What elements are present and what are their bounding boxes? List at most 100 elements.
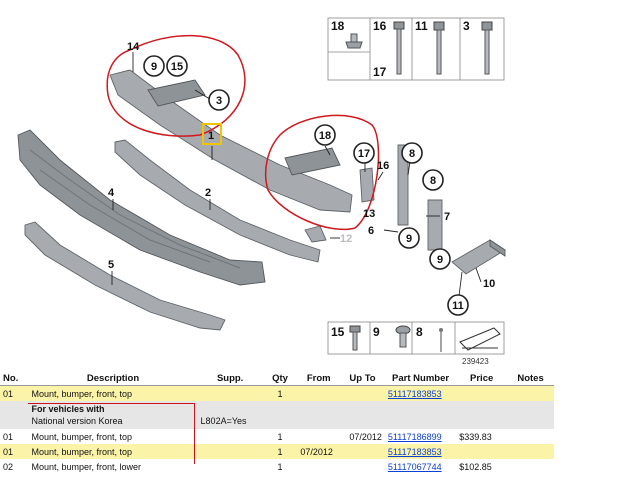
bumper-strip-part-5[interactable] [24, 221, 226, 331]
col-header-no[interactable]: No. [0, 371, 29, 386]
cell-supp [198, 429, 263, 444]
col-header-price[interactable]: Price [456, 371, 508, 386]
callout-15[interactable]: 15 [166, 55, 188, 77]
label-1[interactable]: 1 [208, 130, 214, 142]
thumb-label-3: 3 [463, 19, 470, 33]
parts-diagram: 9 15 3 18 17 8 8 9 9 11 14 1 2 4 5 16 7 … [17, 17, 506, 366]
cell-part-number [384, 401, 457, 429]
cell-description: Mount, bumper, front, top [28, 385, 198, 401]
cell-notes [507, 429, 554, 444]
table-row[interactable]: 02 Mount, bumper, front, lower 1 5111706… [0, 459, 554, 474]
col-header-qty[interactable]: Qty [262, 371, 298, 386]
thumb-label-17: 17 [373, 65, 387, 79]
callout-9-low[interactable]: 9 [429, 248, 451, 270]
label-13[interactable]: 13 [363, 208, 375, 220]
cell-supp [197, 385, 263, 401]
col-header-upto[interactable]: Up To [340, 371, 385, 386]
svg-text:8: 8 [430, 175, 436, 187]
table-row[interactable]: 01 Mount, bumper, front, top 1 511171838… [0, 385, 554, 401]
cell-from [297, 459, 340, 474]
callout-9-mid[interactable]: 9 [398, 227, 420, 249]
table-row[interactable]: 01 Mount, bumper, front, top 1 07/2012 5… [0, 444, 554, 459]
cell-part-number: 51117067744 [385, 459, 456, 474]
label-7[interactable]: 7 [444, 211, 450, 223]
screw-icon [349, 325, 361, 351]
cell-price: $339.83 [459, 431, 492, 442]
cell-part-number: 51117183853 [384, 385, 457, 401]
cell-notes [507, 444, 554, 459]
cell-no: 01 [3, 431, 14, 442]
col-header-notes[interactable]: Notes [507, 371, 554, 386]
part-number-link[interactable]: 51117183853 [387, 446, 442, 457]
svg-text:18: 18 [319, 130, 331, 142]
label-14[interactable]: 14 [127, 41, 140, 53]
bracket-part-10[interactable] [451, 239, 506, 275]
callout-3[interactable]: 3 [208, 89, 230, 111]
label-6[interactable]: 6 [368, 225, 374, 237]
callout-17[interactable]: 17 [353, 142, 375, 164]
bracket-part-12[interactable] [304, 225, 327, 243]
bumper-absorber-part-4[interactable] [17, 129, 266, 286]
cell-price [456, 444, 508, 459]
label-12[interactable]: 12 [340, 233, 352, 245]
label-2[interactable]: 2 [205, 187, 211, 199]
highlight-box-1 [202, 123, 222, 145]
label-4[interactable]: 4 [108, 187, 115, 199]
bracket-part-13[interactable] [359, 167, 375, 203]
thumb-label-18: 18 [331, 19, 345, 33]
cell-qty: 1 [277, 461, 283, 472]
bumper-lower-mount-part-2[interactable] [114, 139, 321, 263]
label-5[interactable]: 5 [108, 259, 114, 271]
cell-from [297, 385, 341, 401]
callout-18[interactable]: 18 [314, 124, 336, 146]
table-row[interactable]: 01 Mount, bumper, front, top 1 07/2012 5… [0, 429, 554, 444]
bumper-carrier-part-1[interactable] [109, 69, 353, 213]
svg-text:15: 15 [171, 61, 183, 73]
svg-text:11: 11 [452, 300, 464, 312]
note-heading: For vehicles with [31, 404, 105, 414]
thumb-label-15: 15 [331, 325, 345, 339]
col-header-from[interactable]: From [297, 371, 341, 386]
col-header-part-number[interactable]: Part Number [384, 371, 457, 386]
cell-no: 02 [3, 461, 14, 472]
cell-price [456, 385, 508, 401]
callout-8-mid[interactable]: 8 [422, 169, 444, 191]
cell-upto [340, 401, 385, 429]
bolt-long-icon [393, 21, 405, 75]
callout-9-top[interactable]: 9 [143, 55, 165, 77]
label-10[interactable]: 10 [483, 278, 495, 290]
thumb-label-11: 11 [415, 19, 428, 33]
cell-from: 07/2012 [297, 444, 341, 459]
pin-icon [439, 328, 443, 352]
highlight-ring-left [106, 34, 246, 137]
cell-supp: L802A=Yes [197, 401, 263, 429]
cell-no: 01 [0, 385, 29, 401]
parts-table: No. Description Supp. Qty From Up To Par… [0, 371, 554, 474]
svg-text:9: 9 [406, 233, 412, 245]
part-number-link[interactable]: 51117183853 [387, 388, 442, 399]
svg-text:9: 9 [437, 254, 443, 266]
cell-part-number: 51117186899 [385, 429, 456, 444]
cell-upto [340, 385, 385, 401]
callout-11[interactable]: 11 [447, 294, 469, 316]
col-header-description[interactable]: Description [28, 371, 198, 386]
cell-description: Mount, bumper, front, lower [31, 461, 142, 472]
svg-text:9: 9 [151, 61, 157, 73]
bracket-part-7[interactable] [397, 144, 443, 251]
clip-nut-icon [345, 33, 363, 49]
cell-notes [507, 401, 554, 429]
col-header-supp[interactable]: Supp. [197, 371, 263, 386]
callout-8-top[interactable]: 8 [401, 142, 423, 164]
bolt-medium-icon [433, 21, 445, 75]
note-detail: National version Korea [31, 416, 123, 426]
label-16[interactable]: 16 [377, 160, 389, 172]
svg-text:3: 3 [216, 95, 222, 107]
part-number-link[interactable]: 51117067744 [387, 461, 442, 472]
diagram-reference-number: 239423 [462, 357, 489, 366]
thumb-label-16: 16 [373, 19, 387, 33]
cell-from [297, 429, 340, 444]
part-number-link[interactable]: 51117186899 [387, 431, 442, 442]
table-header-row: No. Description Supp. Qty From Up To Par… [0, 371, 554, 386]
cell-supp [198, 459, 263, 474]
